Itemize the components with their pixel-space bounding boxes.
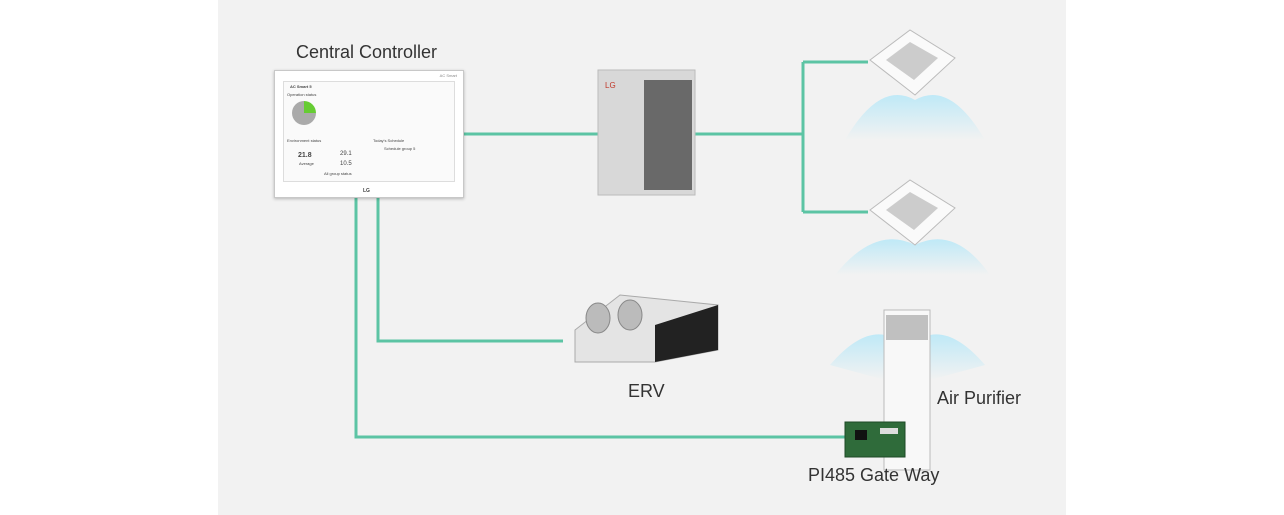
screen-min: 10.5 [340,161,352,167]
screen-operation: Operation status [287,92,317,97]
erv-unit [574,294,719,363]
screen-schedule: Today's Schedule [373,138,405,143]
line-outdoor-cassettes [695,60,868,214]
cassette-unit-1 [845,29,985,140]
lg-logo: LG [363,188,370,194]
screen-env: Environment status [287,138,322,143]
outdoor-unit: LG [597,69,696,196]
label-erv: ERV [628,381,665,401]
label-air-purifier: Air Purifier [937,388,1022,408]
line-controller-gateway [354,198,845,439]
central-controller-screen: AC Smart AC Smart 5 Operation status Env… [274,70,464,198]
screen-schedule-item: Schedule group 5 [384,146,416,151]
label-central-controller: Central Controller [296,42,438,62]
screen-brand: AC Smart [439,73,457,78]
screen-title: AC Smart 5 [290,84,312,89]
gateway-board [844,421,906,458]
screen-max: 29.1 [340,151,352,157]
line-controller-erv [376,198,563,343]
screen-all-group: All group status [324,171,352,176]
operation-pie [292,101,316,125]
label-gateway: PI485 Gate Way [808,465,940,485]
cassette-unit-2 [835,179,990,275]
screen-avg-label: Average [299,161,314,166]
screen-avg: 21.8 [298,152,312,159]
svg-text:LG: LG [605,81,616,90]
